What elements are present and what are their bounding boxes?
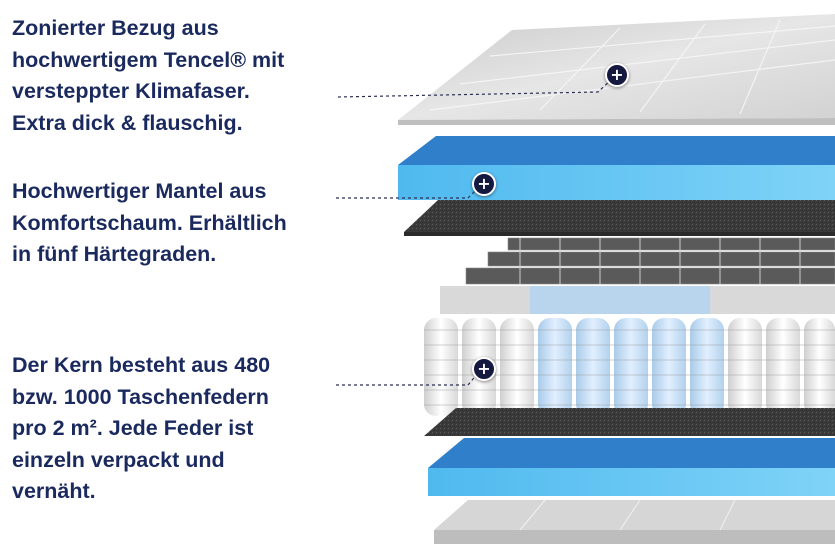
leader-lines [336,78,613,386]
core-description: Der Kern besteht aus 480 bzw. 1000 Tasch… [12,350,270,508]
core-description-line: pro 2 m². Jede Feder ist [12,416,254,440]
lower-felt-layer [424,408,835,436]
foam-description-line: Komfortschaum. Erhältlich [12,210,287,235]
lower-foam-layer [428,438,835,496]
foam-description-line: in fünf Härtegraden. [12,242,217,266]
cover-description-line: Zonierter Bezug aus [12,16,219,40]
upper-felt-layer [404,200,835,236]
foam-plus-icon[interactable]: + [472,172,496,196]
core-description-line: vernäht. [12,479,96,503]
cover-plus-icon[interactable]: + [605,63,629,87]
upper-foam-layer [398,136,835,200]
cover-description-line: hochwertigem Tencel® mit [12,47,285,72]
cover-description-line: versteppter Klimafaser. [12,79,250,103]
cover-description: Zonierter Bezug aus hochwertigem Tencel®… [12,13,284,139]
core-plus-icon[interactable]: + [472,357,496,381]
core-description-line: Der Kern besteht aus 480 [12,353,271,377]
foam-description-line: Hochwertiger Mantel aus [12,179,267,203]
bottom-cover-layer [434,499,835,544]
pocket-spring-core [424,237,835,416]
foam-description: Hochwertiger Mantel aus Komfortschaum. E… [12,176,287,271]
core-description-line: einzeln verpackt und [12,447,225,472]
core-description-line: bzw. 1000 Taschenfedern [12,384,269,409]
cover-description-line: Extra dick & flauschig. [12,110,243,135]
